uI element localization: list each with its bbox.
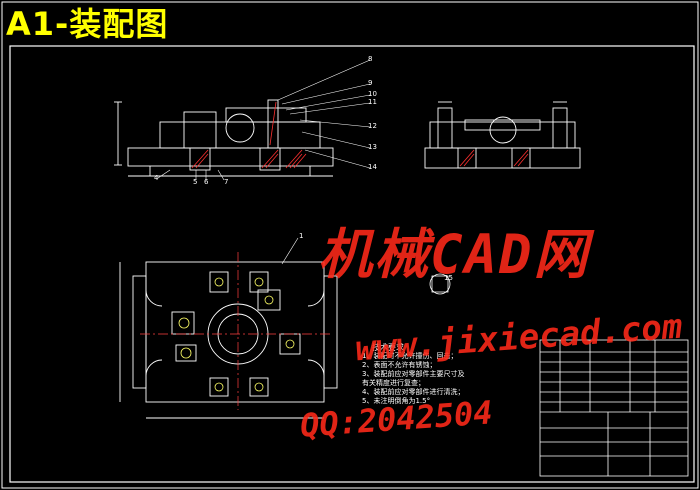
balloon-6: 6 — [204, 178, 209, 186]
top-view-centerlines — [140, 252, 330, 410]
watermark-site-name: 机械CAD网 — [318, 223, 590, 286]
balloon-13: 13 — [368, 143, 377, 151]
balloon-5: 5 — [193, 178, 198, 186]
balloon-8: 8 — [368, 55, 373, 63]
detail-view — [429, 273, 451, 295]
balloon-7: 7 — [224, 178, 229, 186]
balloon-10: 10 — [368, 90, 377, 98]
balloon-1: 1 — [299, 232, 304, 240]
note-line: 4、装配前应对零部件进行清洗； — [362, 388, 465, 396]
top-view — [119, 261, 338, 419]
note-line: 有关精度进行复查； — [362, 379, 425, 387]
balloon-15: 15 — [444, 274, 453, 282]
balloon-4: 4 — [154, 174, 159, 182]
note-line: 1、装配时不允许撞伤、回击； — [362, 352, 458, 360]
balloon-11: 11 — [368, 98, 377, 106]
technical-notes: 1、装配时不允许撞伤、回击； 2、表面不允许有锈蚀； 3、装配前应对零部件主要尺… — [362, 352, 464, 406]
balloon-9: 9 — [368, 79, 373, 87]
front-view-hatch — [191, 101, 307, 169]
balloon-12: 12 — [368, 122, 377, 130]
note-line: 3、装配前应对零部件主要尺寸及 — [362, 370, 465, 378]
note-line: 2、表面不允许有锈蚀； — [362, 361, 437, 369]
side-view-hatch — [459, 149, 529, 167]
balloon-14: 14 — [368, 163, 377, 171]
front-view — [114, 99, 334, 177]
note-line: 5、未注明倒角为1.5° — [362, 397, 431, 405]
title-block — [539, 339, 689, 477]
side-view — [424, 101, 581, 169]
inner-border — [9, 45, 695, 483]
front-view-leaders — [157, 59, 371, 181]
sheet-title: A1-装配图 — [6, 5, 169, 43]
top-view-features — [178, 277, 295, 392]
notes-title: 技术要求 — [372, 343, 404, 352]
